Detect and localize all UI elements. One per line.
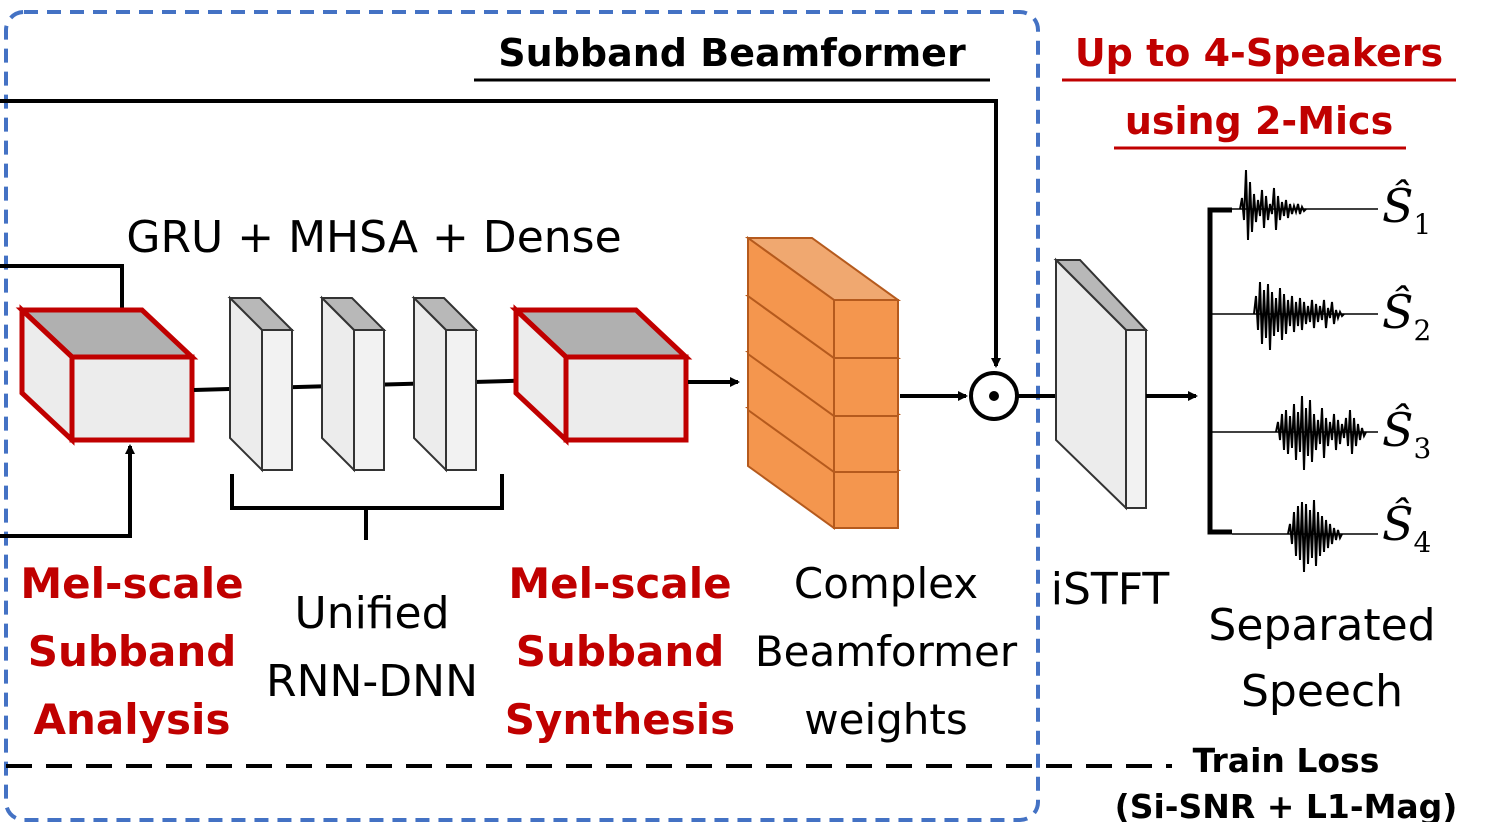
hadamard-operator	[969, 371, 1019, 421]
istft-block	[1053, 257, 1149, 511]
beamformer-weights-stack	[744, 236, 902, 530]
separated-speech-label: Separated Speech	[1208, 600, 1435, 717]
analysis-label-line3: Analysis	[34, 695, 231, 744]
headline-line2: using 2-Mics	[1125, 99, 1393, 143]
speaker-label-3: Ŝ3	[1382, 402, 1431, 465]
rnn-layer-1	[227, 295, 295, 473]
analysis-block	[15, 304, 199, 446]
input-arrow-bottom	[0, 444, 135, 538]
rnn-dnn-label: Unified RNN-DNN	[266, 588, 478, 707]
beamformer-title: Subband Beamformer	[498, 31, 966, 75]
rnn-dnn-label-line1: Unified	[294, 588, 449, 639]
speaker-label-2: Ŝ2	[1382, 284, 1431, 347]
output-bracket	[1207, 207, 1232, 535]
waveform-2	[1212, 281, 1378, 351]
train-loss-label: Train Loss	[1193, 741, 1380, 780]
rnn-layer-3	[411, 295, 479, 473]
train-loss-formula: (Si-SNR + L1-Mag)	[1115, 787, 1458, 822]
headline-line1: Up to 4-Speakers	[1075, 31, 1443, 75]
analysis-label: Mel-scale Subband Analysis	[20, 559, 243, 744]
skip-connection-arrow	[0, 99, 1001, 368]
speaker-label-4: Ŝ4	[1382, 496, 1431, 559]
synthesis-label: Mel-scale Subband Synthesis	[505, 559, 735, 744]
synthesis-label-line1: Mel-scale	[508, 559, 731, 608]
synthesis-label-line3: Synthesis	[505, 695, 735, 744]
rnn-dnn-label-line2: RNN-DNN	[266, 656, 478, 707]
synthesis-label-line2: Subband	[516, 627, 725, 676]
analysis-label-line1: Mel-scale	[20, 559, 243, 608]
rnn-brace	[230, 474, 504, 540]
synthesis-block	[509, 304, 693, 446]
layer-caption: GRU + MHSA + Dense	[126, 212, 621, 263]
weights-label: Complex Beamformer weights	[755, 559, 1018, 744]
waveform-4	[1232, 499, 1378, 573]
rnn-layer-2	[319, 295, 387, 473]
weights-label-line1: Complex	[794, 559, 978, 608]
beamformer-boundary	[4, 10, 1040, 822]
speaker-label-1: Ŝ1	[1382, 178, 1431, 241]
waveform-3	[1212, 395, 1378, 471]
istft-label: iSTFT	[1051, 564, 1170, 615]
waveform-1	[1232, 169, 1378, 241]
analysis-label-line2: Subband	[28, 627, 237, 676]
weights-label-line2: Beamformer	[755, 627, 1018, 676]
separated-speech-line2: Speech	[1241, 666, 1403, 717]
weights-label-line3: weights	[804, 695, 968, 744]
separated-speech-line1: Separated	[1208, 600, 1435, 651]
